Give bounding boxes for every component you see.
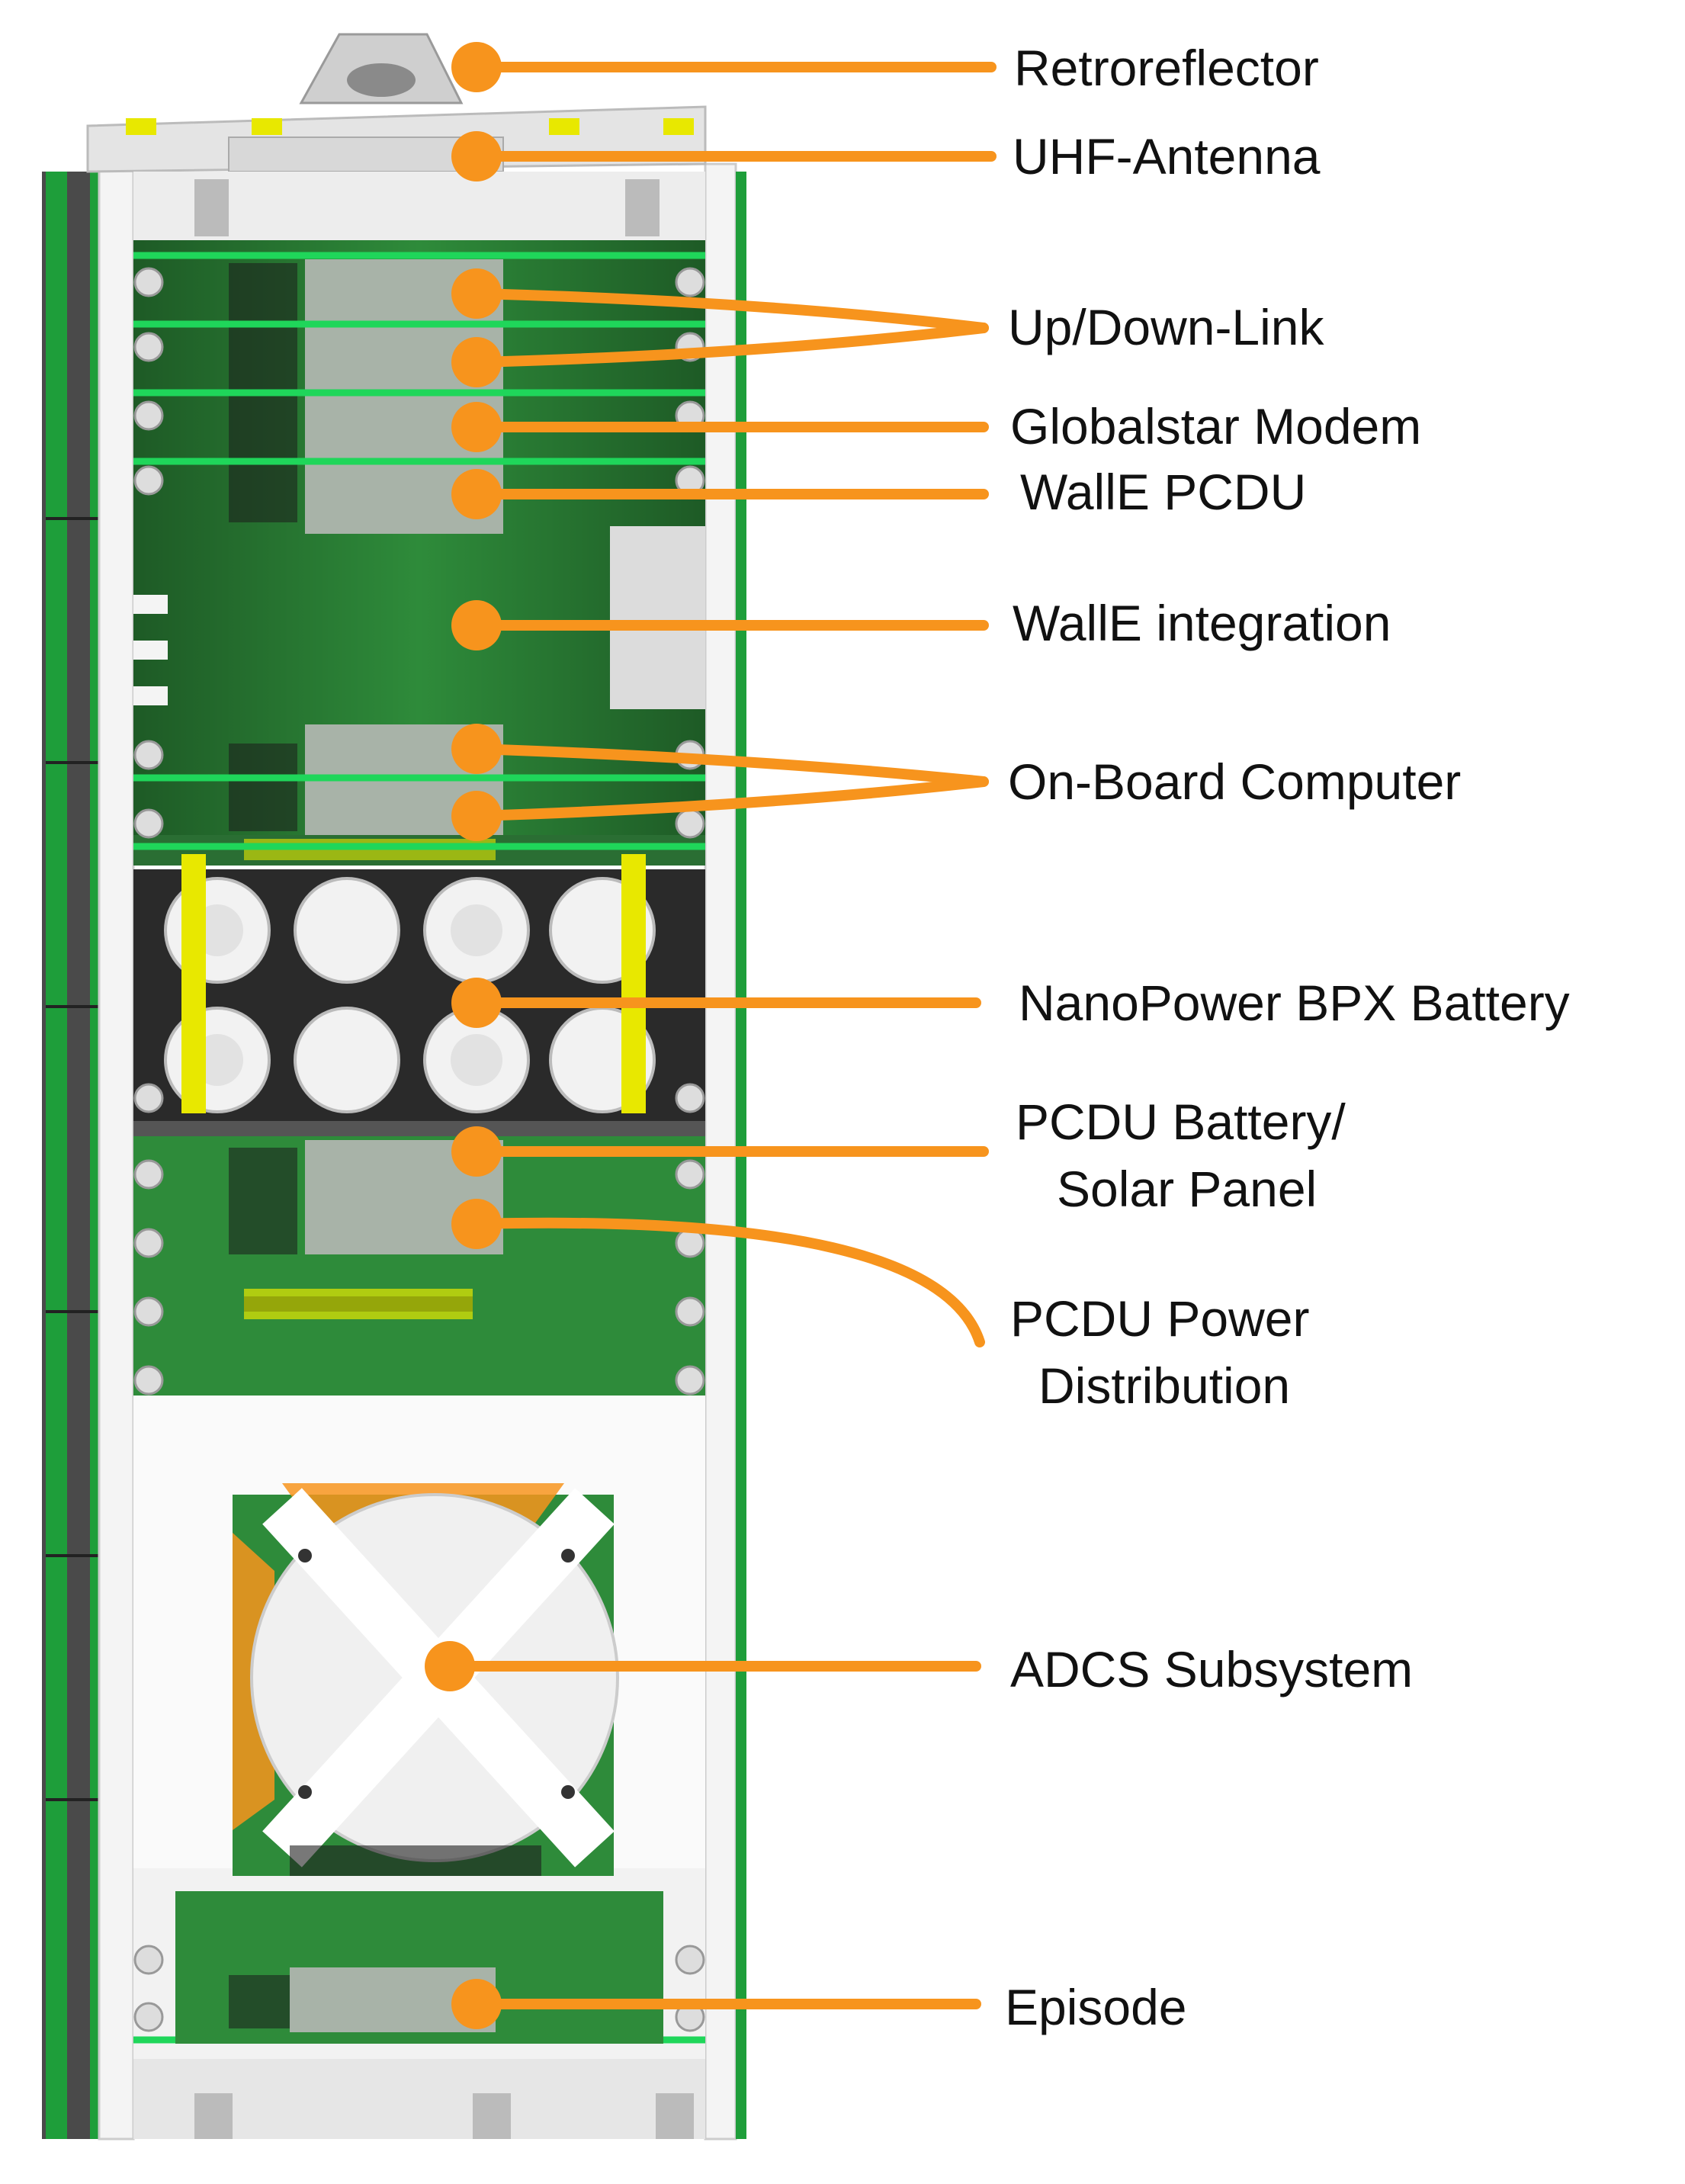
label-on-board-computer: On-Board Computer (1008, 753, 1461, 810)
label-adcs-subsystem: ADCS Subsystem (1010, 1641, 1413, 1697)
label-pcdu-power-distribution: PCDU Power Distribution (1010, 1290, 1324, 1414)
leader-dot-on-board-computer-a (451, 724, 502, 774)
label-walle-integration: WallE integration (1013, 595, 1391, 651)
leader-dot-retroreflector (451, 42, 502, 92)
label-group: Retroreflector UHF-Antenna Up/Down-Link … (1005, 40, 1570, 2035)
label-pcdu-battery-solar-panel: PCDU Battery/ Solar Panel (1016, 1094, 1359, 1217)
leader-line-on-board-computer-a (471, 744, 989, 787)
leader-dot-pcdu-battery-solar-panel (451, 1126, 502, 1177)
leader-dot-walle-integration (451, 600, 502, 650)
leader-line-up-down-link-a (471, 288, 989, 333)
leader-dot-nanopower-bpx-battery (451, 978, 502, 1028)
leader-dot-up-down-link-b (451, 337, 502, 387)
leader-line-on-board-computer-b (471, 776, 989, 821)
label-walle-pcdu: WallE PCDU (1020, 464, 1306, 520)
leader-dot-walle-pcdu (451, 469, 502, 519)
leader-dot-up-down-link-a (451, 268, 502, 319)
leader-dot-globalstar-modem (451, 402, 502, 452)
leader-dot-on-board-computer-b (451, 791, 502, 841)
upper-stack (133, 172, 705, 866)
top-plate (86, 33, 707, 221)
label-retroreflector: Retroreflector (1014, 40, 1319, 96)
leader-dot-pcdu-power-distribution (451, 1199, 502, 1249)
lower-stack (133, 1083, 705, 1396)
battery-pack (133, 854, 705, 1136)
leader-line-pcdu-power-distribution (471, 1217, 985, 1347)
leader-dot-uhf-antenna (451, 131, 502, 181)
leader-dot-episode (451, 1979, 502, 2029)
adcs-assembly (233, 1483, 619, 1876)
leader-dot-adcs-subsystem (425, 1641, 475, 1691)
label-uhf-antenna: UHF-Antenna (1013, 128, 1321, 185)
cubesat-body (42, 33, 746, 2141)
leader-lines (425, 42, 997, 2029)
leader-line-up-down-link-b (471, 323, 989, 368)
label-globalstar-modem: Globalstar Modem (1010, 398, 1421, 454)
label-nanopower-bpx-battery: NanoPower BPX Battery (1019, 975, 1570, 1031)
label-up-down-link: Up/Down-Link (1008, 299, 1324, 355)
label-episode: Episode (1005, 1979, 1187, 2035)
left-solar-panel (42, 172, 99, 2139)
